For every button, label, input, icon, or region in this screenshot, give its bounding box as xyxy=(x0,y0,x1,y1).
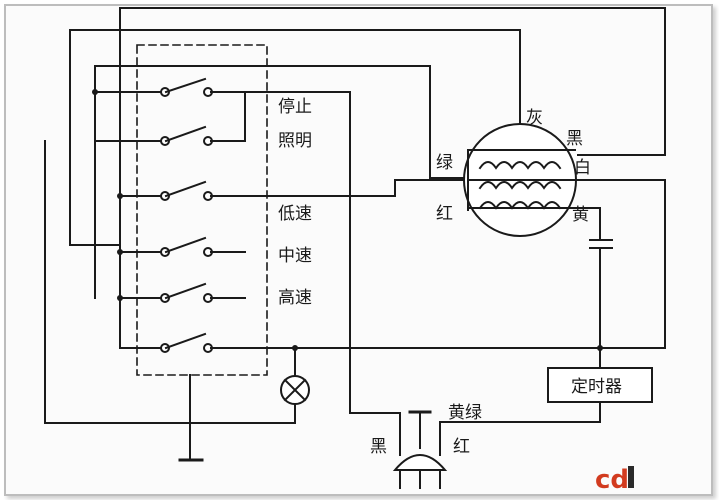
wire-black xyxy=(119,7,666,156)
wire-timer-plug xyxy=(439,401,601,423)
watermark-logo: cd xyxy=(595,465,634,495)
wire-gray xyxy=(69,29,521,141)
wire-low xyxy=(394,179,471,197)
switch-box-outline xyxy=(136,44,268,376)
switch-stop xyxy=(94,77,351,97)
wire-stop xyxy=(349,91,401,414)
wire-green xyxy=(94,65,471,179)
label-light: 照明 xyxy=(278,131,312,151)
wire-lamp-return xyxy=(44,140,296,424)
switch-mid xyxy=(119,236,246,257)
wire-white xyxy=(575,179,666,349)
label-yellow: 黄 xyxy=(572,205,589,225)
lamp-symbol xyxy=(280,375,310,405)
label-plug-red: 红 xyxy=(453,437,470,457)
label-black: 黑 xyxy=(566,129,583,149)
capacitor-symbol xyxy=(589,239,613,249)
label-mid: 中速 xyxy=(278,246,312,266)
switch-light xyxy=(94,91,246,146)
watermark-text: cd xyxy=(595,465,629,495)
label-timer: 定时器 xyxy=(571,377,622,397)
label-high: 高速 xyxy=(278,288,312,308)
switch-high xyxy=(119,282,246,303)
plug-symbol xyxy=(392,410,448,489)
label-plug-black: 黑 xyxy=(370,437,387,457)
wire-gray-down xyxy=(69,29,121,246)
switch-low xyxy=(119,180,396,201)
label-gray: 灰 xyxy=(526,108,543,128)
label-plug-yellow-green: 黄绿 xyxy=(448,403,482,423)
label-red: 红 xyxy=(436,204,453,224)
label-green: 绿 xyxy=(436,153,453,173)
label-stop: 停止 xyxy=(278,97,312,117)
label-white: 白 xyxy=(574,158,591,178)
switch-main xyxy=(119,332,601,353)
label-low: 低速 xyxy=(278,204,312,224)
timer-box xyxy=(547,367,653,403)
motor-symbol xyxy=(463,123,579,237)
wire-yellow xyxy=(559,207,601,239)
